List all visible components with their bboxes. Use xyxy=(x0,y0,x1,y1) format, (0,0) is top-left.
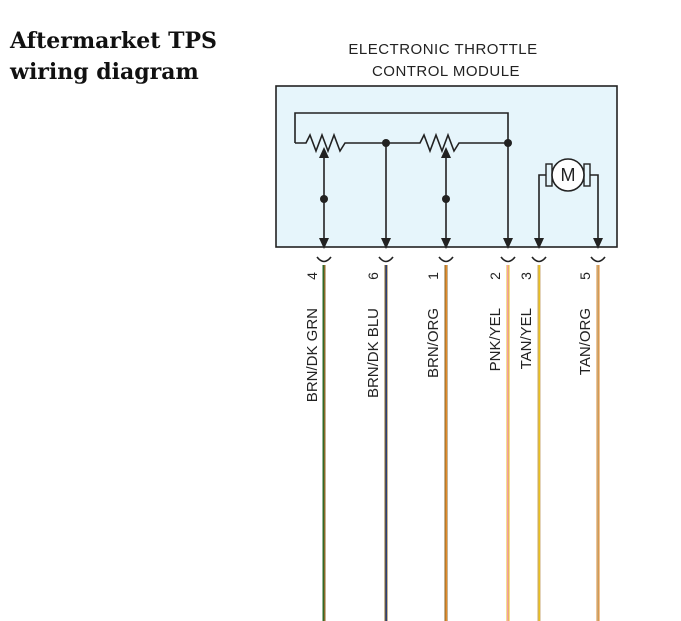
pin-number-6: 6 xyxy=(365,272,381,280)
pin-number-4: 4 xyxy=(304,272,320,280)
wire-labels: BRN/DK GRN BRN/DK BLU BRN/ORG PNK/YEL TA… xyxy=(304,308,594,402)
page-title: Aftermarket TPS wiring diagram xyxy=(10,26,270,88)
pin-number-1: 1 xyxy=(425,272,441,280)
pin-number-3: 3 xyxy=(518,272,534,280)
pin-3-connector xyxy=(531,238,547,263)
pin-socket-icon xyxy=(378,256,394,263)
pin-6-connector xyxy=(378,238,394,263)
wire-label-tan-yel: TAN/YEL xyxy=(518,308,535,369)
module-title-line-1: ELECTRONIC THROTTLE xyxy=(348,41,537,58)
pin-socket-icon xyxy=(438,256,454,263)
pin-number-5: 5 xyxy=(577,272,593,280)
page-title-line-1: Aftermarket TPS xyxy=(10,28,217,54)
wiper-2-arrow-icon xyxy=(441,147,451,158)
pin-arrow-icon xyxy=(503,238,513,249)
module-circuit: M xyxy=(294,112,599,246)
pin-5-connector xyxy=(590,238,606,263)
wire-pnk-yel xyxy=(506,265,510,621)
motor-icon: M xyxy=(538,158,599,246)
wire-label-brn-org: BRN/ORG xyxy=(425,308,442,378)
pin-socket-icon xyxy=(590,256,606,263)
pin-1-connector xyxy=(438,238,454,263)
motor-brush-left xyxy=(545,163,553,187)
junction-dot xyxy=(442,195,450,203)
page-title-line-2: wiring diagram xyxy=(10,59,199,85)
wire-label-pnk-yel: PNK/YEL xyxy=(487,308,504,371)
pin-2-connector xyxy=(500,238,516,263)
connector-pins xyxy=(316,238,606,263)
pin-arrow-icon xyxy=(534,238,544,249)
module-title-line-2: CONTROL MODULE xyxy=(372,63,520,80)
wire-brn-dk-blu xyxy=(384,265,388,621)
wire-tan-yel xyxy=(537,265,541,621)
pin-arrow-icon xyxy=(381,238,391,249)
wire-tan-org xyxy=(596,265,600,621)
pin-arrow-icon xyxy=(319,238,329,249)
motor-brush-right xyxy=(583,163,591,187)
pin-arrow-icon xyxy=(441,238,451,249)
potentiometer-1-icon xyxy=(295,132,386,154)
wiper-1-arrow-icon xyxy=(319,147,329,158)
harness-wires xyxy=(322,265,600,621)
pin-number-2: 2 xyxy=(487,272,503,280)
junction-dot xyxy=(320,195,328,203)
wire-label-brn-dk-blu: BRN/DK BLU xyxy=(365,308,382,398)
wire-brn-dk-grn xyxy=(322,265,326,621)
pin-socket-icon xyxy=(531,256,547,263)
junction-dot xyxy=(382,139,390,147)
pin-socket-icon xyxy=(500,256,516,263)
pin-arrow-icon xyxy=(593,238,603,249)
wire-label-brn-dk-grn: BRN/DK GRN xyxy=(304,308,321,402)
wire-label-tan-org: TAN/ORG xyxy=(577,308,594,375)
pin-4-connector xyxy=(316,238,332,263)
motor-label: M xyxy=(561,165,576,185)
junction-dot xyxy=(504,139,512,147)
motor-circle xyxy=(551,158,585,192)
potentiometer-2-icon xyxy=(386,132,508,154)
pin-socket-icon xyxy=(316,256,332,263)
pin-numbers: 4 6 1 2 3 5 xyxy=(304,272,593,280)
reference-bus-wire xyxy=(294,112,509,143)
wire-brn-org xyxy=(444,265,448,621)
